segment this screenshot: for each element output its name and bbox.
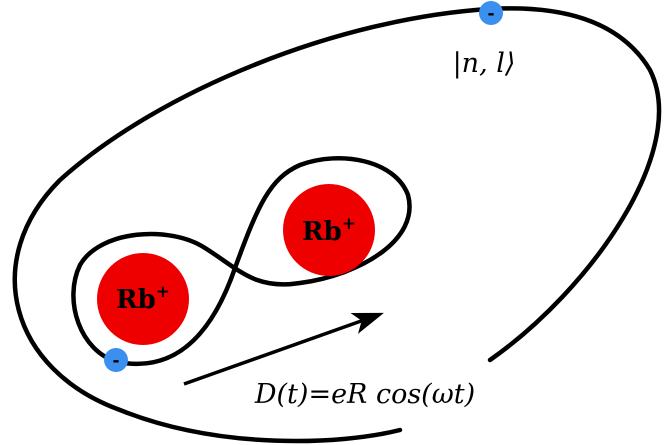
rb-ion-left (97, 253, 189, 345)
arrow-icon (183, 312, 384, 386)
dipole-label: D(t)=eR cos(ωt) (254, 379, 475, 410)
rb-ion-left-label: Rb+ (116, 282, 170, 315)
electron-outer-sign: - (487, 4, 494, 24)
electron-inner (104, 348, 128, 372)
rydberg-orbit (12, 6, 662, 444)
rb-ion-right-label: Rb+ (302, 214, 356, 247)
state-label: |n, l⟩ (453, 48, 516, 79)
electron-inner-sign: - (112, 351, 119, 371)
rb-ion-right (283, 184, 375, 276)
electron-outer (479, 1, 503, 25)
